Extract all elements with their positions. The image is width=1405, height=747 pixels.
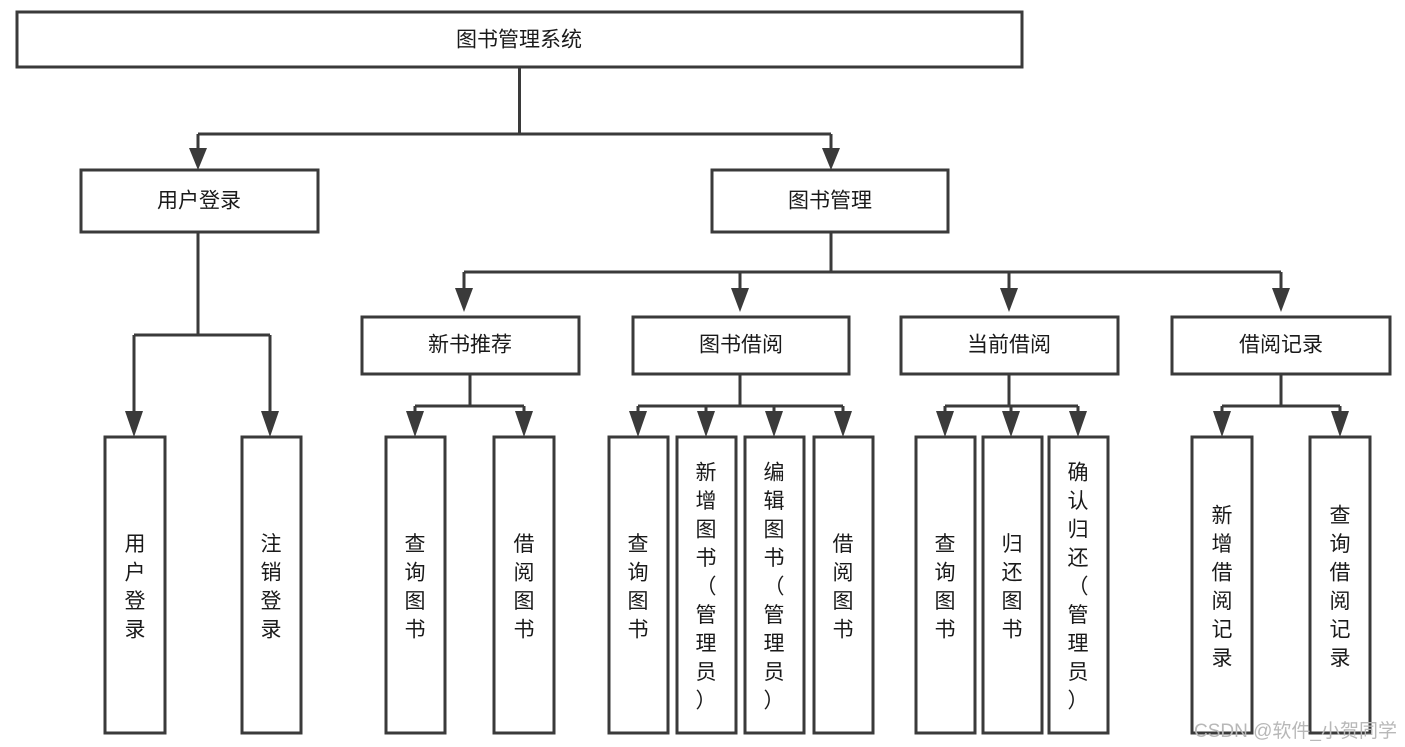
node-leaf-query-book-1-box[interactable] (384, 435, 447, 735)
node-user-login[interactable]: 用户登录 (79, 168, 320, 234)
arrow-head-leaf-add-borrow-record (1213, 411, 1231, 437)
node-root-label: 图书管理系统 (456, 29, 582, 52)
node-leaf-borrow-book-2-label: 借阅图书 (833, 533, 854, 642)
node-book-borrow-box[interactable] (631, 315, 851, 376)
node-leaf-borrow-book-2-box[interactable] (812, 435, 875, 735)
node-leaf-user-login[interactable]: 用户登录 (103, 435, 167, 735)
node-leaf-confirm-return-admin-box[interactable] (1047, 435, 1110, 735)
connector-group-current-borrow (936, 374, 1087, 437)
arrow-head-leaf-borrow-book-1 (515, 411, 533, 437)
node-book-borrow[interactable]: 图书借阅 (631, 315, 851, 376)
node-new-book-recommend-label: 新书推荐 (428, 334, 512, 357)
node-leaf-edit-book-admin[interactable]: 编辑图书（管理员） (743, 435, 806, 735)
node-leaf-query-book-3-box[interactable] (914, 435, 977, 735)
node-leaf-return-book[interactable]: 归还图书 (981, 435, 1044, 735)
node-root[interactable]: 图书管理系统 (15, 10, 1024, 69)
node-leaf-query-book-3[interactable]: 查询图书 (914, 435, 977, 735)
arrow-head-leaf-add-book-admin (697, 411, 715, 437)
connector-group-user-login (125, 232, 279, 437)
node-current-borrow-box[interactable] (899, 315, 1120, 376)
node-leaf-query-book-2-label: 查询图书 (628, 533, 649, 642)
node-current-borrow-label: 当前借阅 (967, 334, 1051, 357)
node-leaf-add-book-admin-label: 新增图书（管理员） (696, 462, 717, 713)
arrow-head-leaf-logout-login (261, 411, 279, 437)
node-root-box[interactable] (15, 10, 1024, 69)
node-leaf-add-book-admin[interactable]: 新增图书（管理员） (675, 435, 738, 735)
node-borrow-record[interactable]: 借阅记录 (1170, 315, 1392, 376)
node-leaf-query-book-1[interactable]: 查询图书 (384, 435, 447, 735)
node-new-book-recommend[interactable]: 新书推荐 (360, 315, 581, 376)
node-leaf-return-book-box[interactable] (981, 435, 1044, 735)
arrow-head-leaf-query-borrow-record (1331, 411, 1349, 437)
node-user-login-box[interactable] (79, 168, 320, 234)
connector-group-book-borrow (629, 374, 852, 437)
node-leaf-query-book-3-label: 查询图书 (935, 533, 956, 642)
arrow-head-book-management (822, 148, 840, 170)
node-leaf-query-book-1-label: 查询图书 (405, 533, 426, 642)
arrow-head-user-login (189, 148, 207, 170)
arrow-head-current-borrow (1000, 288, 1018, 312)
node-new-book-recommend-box[interactable] (360, 315, 581, 376)
node-leaf-add-book-admin-box[interactable] (675, 435, 738, 735)
node-leaf-borrow-book-1-label: 借阅图书 (514, 533, 535, 642)
node-leaf-logout-login-label: 注销登录 (261, 533, 282, 642)
node-leaf-query-borrow-record-label: 查询借阅记录 (1330, 504, 1351, 670)
node-leaf-user-login-box[interactable] (103, 435, 167, 735)
arrow-head-leaf-query-book-2 (629, 411, 647, 437)
node-leaf-borrow-book-1-box[interactable] (492, 435, 556, 735)
node-leaf-borrow-book-1[interactable]: 借阅图书 (492, 435, 556, 735)
connector-group-borrow-record (1213, 374, 1349, 437)
node-leaf-borrow-book-2[interactable]: 借阅图书 (812, 435, 875, 735)
node-leaf-query-borrow-record[interactable]: 查询借阅记录 (1308, 435, 1372, 735)
node-leaf-confirm-return-admin[interactable]: 确认归还（管理员） (1047, 435, 1110, 735)
node-leaf-query-book-2[interactable]: 查询图书 (607, 435, 670, 735)
node-book-management[interactable]: 图书管理 (710, 168, 950, 234)
node-current-borrow[interactable]: 当前借阅 (899, 315, 1120, 376)
arrow-head-new-book-recommend (455, 288, 473, 312)
arrow-head-leaf-borrow-book-2 (834, 411, 852, 437)
node-leaf-confirm-return-admin-label: 确认归还（管理员） (1068, 462, 1089, 713)
node-leaf-logout-login[interactable]: 注销登录 (240, 435, 303, 735)
node-leaf-return-book-label: 归还图书 (1002, 533, 1023, 642)
node-leaf-add-borrow-record-label: 新增借阅记录 (1212, 504, 1233, 670)
connector-group-new-book-recommend (406, 374, 533, 437)
node-borrow-record-label: 借阅记录 (1239, 334, 1323, 357)
arrow-head-leaf-user-login (125, 411, 143, 437)
node-leaf-edit-book-admin-box[interactable] (743, 435, 806, 735)
node-leaf-add-borrow-record[interactable]: 新增借阅记录 (1190, 435, 1254, 735)
node-leaf-user-login-label: 用户登录 (125, 533, 146, 642)
arrow-head-leaf-query-book-3 (936, 411, 954, 437)
arrow-head-leaf-query-book-1 (406, 411, 424, 437)
node-leaf-add-borrow-record-box[interactable] (1190, 435, 1254, 735)
arrow-head-leaf-confirm-return-admin (1069, 411, 1087, 437)
arrow-head-leaf-return-book (1002, 411, 1020, 437)
arrow-head-leaf-edit-book-admin (765, 411, 783, 437)
node-leaf-logout-login-box[interactable] (240, 435, 303, 735)
node-leaf-query-borrow-record-box[interactable] (1308, 435, 1372, 735)
node-leaf-edit-book-admin-label: 编辑图书（管理员） (764, 462, 785, 713)
connector-group-book-management (455, 232, 1290, 312)
node-book-management-box[interactable] (710, 168, 950, 234)
node-book-borrow-label: 图书借阅 (699, 334, 783, 357)
node-user-login-label: 用户登录 (157, 190, 241, 213)
connector-group-root (189, 67, 840, 170)
node-leaf-query-book-2-box[interactable] (607, 435, 670, 735)
arrow-head-borrow-record (1272, 288, 1290, 312)
arrow-head-book-borrow (731, 288, 749, 312)
node-borrow-record-box[interactable] (1170, 315, 1392, 376)
node-book-management-label: 图书管理 (788, 190, 872, 213)
